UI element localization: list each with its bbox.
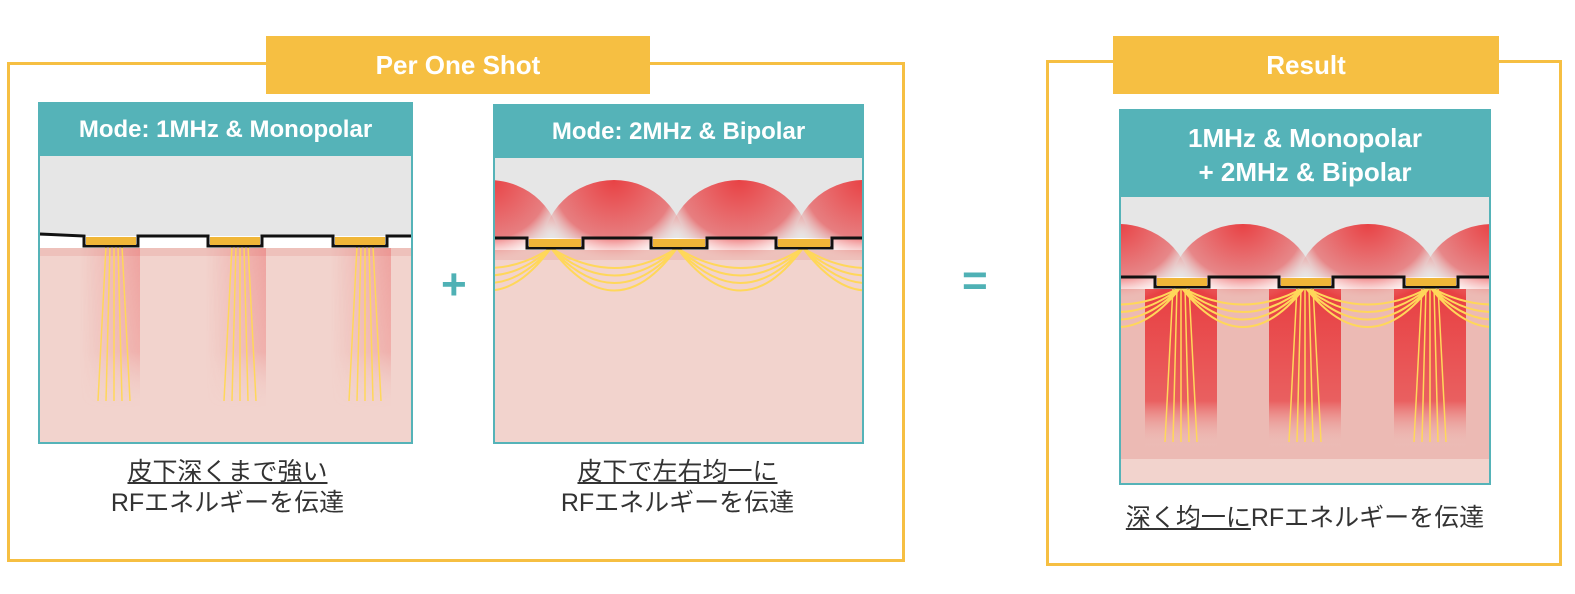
device-surface (1121, 275, 1489, 289)
result-caption: 深く均一にRFエネルギーを伝達 (1080, 503, 1530, 534)
electrode (653, 239, 705, 247)
result-panel: 1MHz & Monopolar + 2MHz & Bipolar (1119, 109, 1491, 485)
result-title-line1: 1MHz & Monopolar (1188, 123, 1422, 153)
electrode (210, 237, 260, 245)
result-caption-rest: RFエネルギーを伝達 (1250, 504, 1485, 532)
bipolar-caption: 皮下で左右均一に RFエネルギーを伝達 (490, 457, 865, 519)
bipolar-caption-emphasis: 皮下で左右均一に (577, 458, 778, 486)
electrode (1157, 278, 1207, 286)
device-surface (40, 232, 411, 248)
electrode (1281, 278, 1331, 286)
result-title-line2: + 2MHz & Bipolar (1198, 157, 1412, 187)
result-caption-emphasis: 深く均一に (1125, 504, 1251, 532)
monopolar-illustration (40, 156, 411, 408)
electrode (529, 239, 581, 247)
bipolar-illustration (495, 158, 862, 320)
monopolar-caption-emphasis: 皮下深くまで強い (127, 458, 328, 486)
device-surface (495, 236, 862, 250)
bipolar-panel: Mode: 2MHz & Bipolar (493, 104, 864, 444)
electrode (335, 237, 385, 245)
result-tab: Result (1113, 36, 1499, 94)
plus-operator: + (441, 260, 467, 309)
result-panel-title: 1MHz & Monopolar + 2MHz & Bipolar (1121, 111, 1489, 197)
equals-operator: = (962, 256, 988, 305)
electrode (778, 239, 830, 247)
electrode (1406, 278, 1456, 286)
monopolar-caption-line2: RFエネルギーを伝達 (110, 489, 345, 517)
monopolar-panel: Mode: 1MHz & Monopolar (38, 102, 413, 444)
per-one-shot-tab: Per One Shot (266, 36, 650, 94)
monopolar-mode-label: Mode: 1MHz & Monopolar (40, 104, 411, 156)
result-illustration (1121, 197, 1489, 459)
monopolar-caption: 皮下深くまで強い RFエネルギーを伝達 (40, 457, 415, 519)
bipolar-mode-label: Mode: 2MHz & Bipolar (495, 106, 862, 158)
bipolar-caption-line2: RFエネルギーを伝達 (560, 489, 795, 517)
electrode (86, 237, 136, 245)
